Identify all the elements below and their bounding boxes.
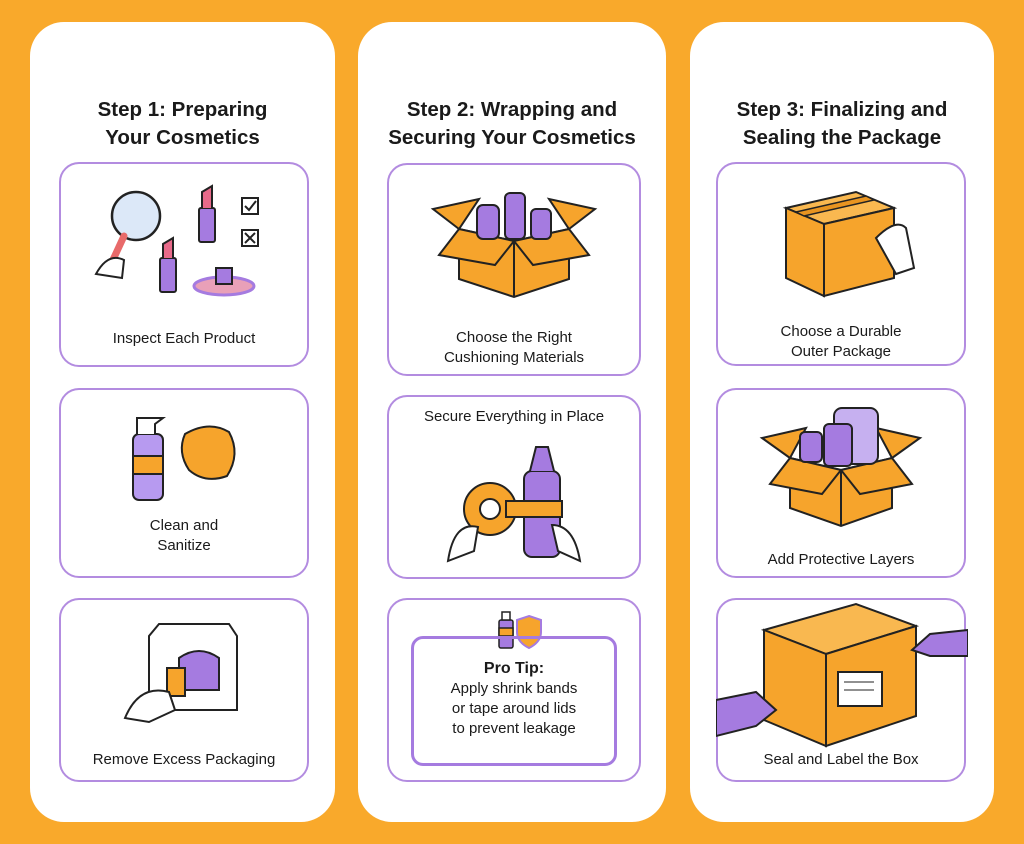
card-inspect-product: Inspect Each Product xyxy=(59,162,309,367)
card-label: Inspect Each Product xyxy=(112,330,256,347)
pro-tip-text: Apply shrink bands xyxy=(450,680,578,697)
title-line: Step 2: Wrapping and xyxy=(406,98,618,121)
title-line: Securing Your Cosmetics xyxy=(388,126,636,149)
title-line: Sealing the Package xyxy=(742,126,942,149)
card-remove-packaging: Remove Excess Packaging xyxy=(59,598,309,782)
unbox-hand-icon xyxy=(123,623,238,724)
label-line: Choose the Right xyxy=(456,329,572,346)
card-seal-label: Seal and Label the Box xyxy=(716,598,968,782)
card-secure-everything: Secure Everything in Place xyxy=(387,395,641,579)
title-line: Step 3: Finalizing and xyxy=(736,98,948,121)
title-line: Step 1: Preparing xyxy=(97,98,268,121)
pro-tip-text: or tape around lids xyxy=(451,700,577,717)
card-pro-tip: Pro Tip: Apply shrink bands or tape arou… xyxy=(387,598,641,782)
spray-cloth-icon xyxy=(132,417,236,501)
card-label: Remove Excess Packaging xyxy=(92,751,276,768)
label-line: Outer Package xyxy=(790,343,892,360)
pro-tip-heading: Pro Tip: xyxy=(483,660,545,677)
label-line: Choose a Durable xyxy=(780,323,902,340)
closed-box-icon xyxy=(782,190,916,298)
pro-tip-text: to prevent leakage xyxy=(452,720,576,737)
title-line: Your Cosmetics xyxy=(105,126,260,149)
card-protective-layers: Add Protective Layers xyxy=(716,388,966,578)
label-line: Clean and xyxy=(149,517,219,534)
card-label: Secure Everything in Place xyxy=(423,408,605,425)
open-box-bottles-icon xyxy=(430,192,598,299)
sealed-labeled-box-icon xyxy=(716,602,968,748)
label-line: Cushioning Materials xyxy=(443,349,585,366)
card-label: Add Protective Layers xyxy=(767,551,915,568)
tape-bottle-icon xyxy=(446,446,582,563)
box-bubble-wrap-icon xyxy=(759,407,923,528)
magnifier-lipstick-icon xyxy=(94,184,259,297)
card-label: Seal and Label the Box xyxy=(763,751,919,768)
bottle-shield-icon xyxy=(487,610,553,650)
pro-tip-box: Pro Tip: Apply shrink bands or tape arou… xyxy=(411,636,617,766)
label-line: Sanitize xyxy=(157,537,211,554)
